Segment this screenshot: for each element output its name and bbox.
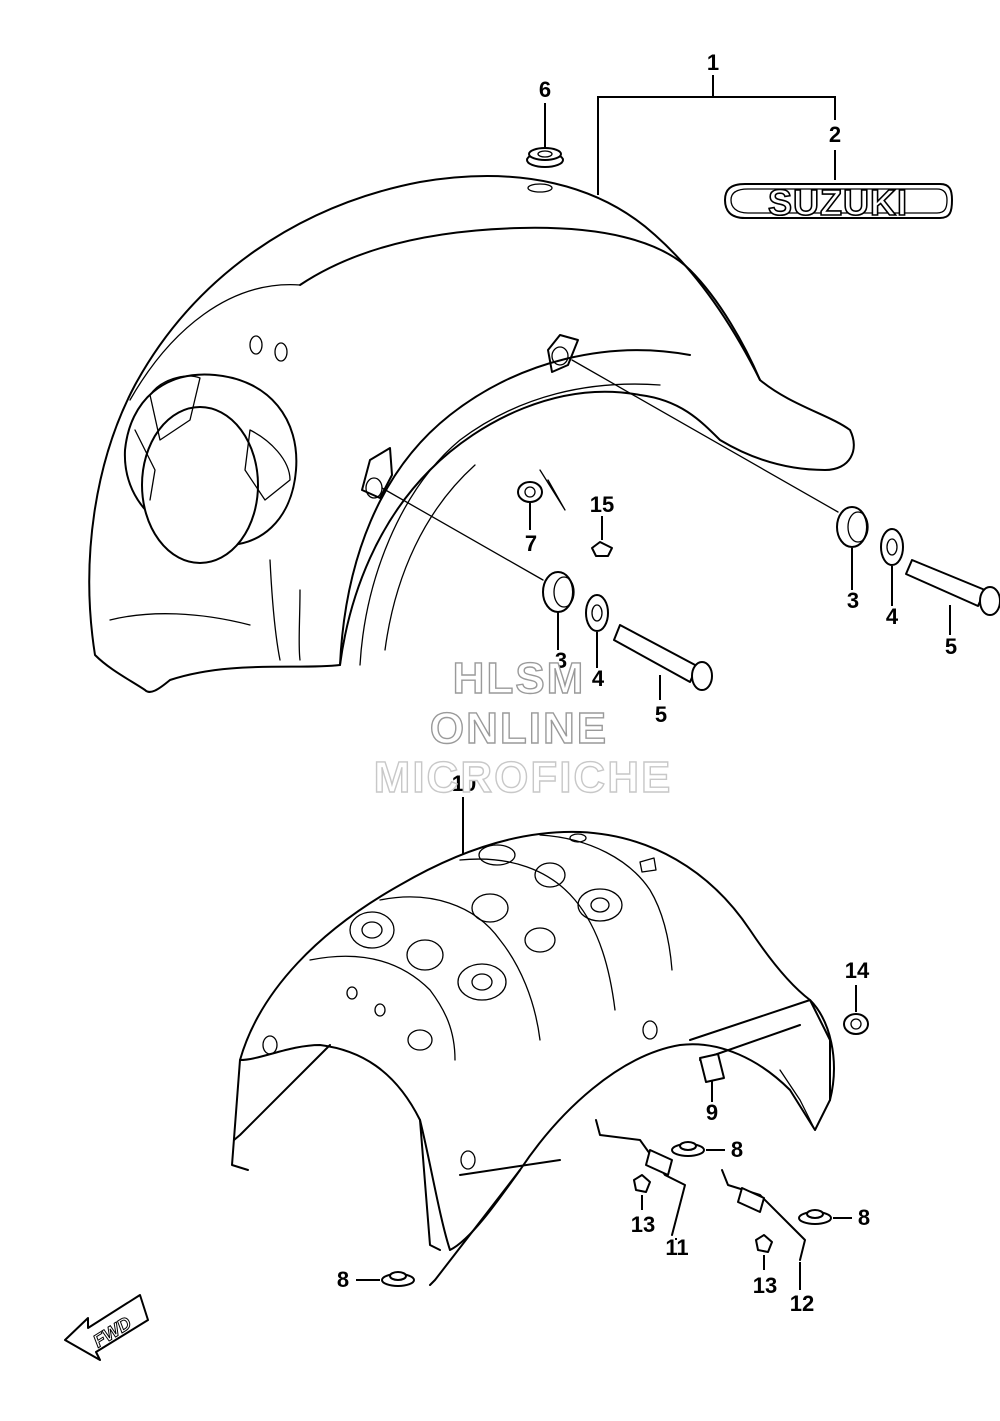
callout-8-b: 8 [858, 1205, 870, 1230]
callout-13-b: 13 [753, 1273, 777, 1298]
callout-6: 6 [539, 77, 551, 102]
nut-part-14 [843, 1013, 869, 1035]
callout-4-left: 4 [592, 666, 605, 691]
inner-fender-bracket [231, 830, 835, 1286]
watermark: HLSM ONLINE MICROFICHE [373, 653, 673, 802]
callout-8-c: 8 [337, 1267, 349, 1292]
callout-5-right: 5 [945, 634, 957, 659]
stay-part-12 [721, 1169, 806, 1261]
callout-7: 7 [525, 531, 537, 556]
watermark-line-2: ONLINE [430, 704, 608, 753]
fwd-arrow-icon: FWD [64, 1294, 149, 1361]
callout-3-left: 3 [555, 648, 567, 673]
callout-3-right: 3 [847, 588, 859, 613]
rear-fender [88, 175, 855, 693]
mount-hardware-right [836, 506, 1000, 616]
callout-10: 10 [452, 771, 476, 796]
mount-axis-right [571, 359, 839, 513]
leader-lines [356, 75, 951, 1290]
watermark-line-3: MICROFICHE [374, 753, 673, 802]
callout-14: 14 [845, 958, 870, 983]
grommet-part-8-b [798, 1209, 832, 1225]
callout-15: 15 [590, 492, 614, 517]
grommet-part-7 [517, 481, 543, 503]
callout-11: 11 [665, 1235, 688, 1260]
label-plate-part-9 [699, 1053, 725, 1083]
mount-hardware-left [542, 571, 713, 691]
watermark-line-1: HLSM [453, 654, 586, 703]
callout-5-left: 5 [655, 702, 667, 727]
emblem-text: SUZUKI [768, 182, 908, 223]
grommet-part-8-a [671, 1141, 705, 1157]
callout-1: 1 [707, 50, 719, 75]
grommet-part-8-c [381, 1271, 415, 1287]
suzuki-emblem: SUZUKI [724, 181, 953, 224]
grommet-part-6 [526, 147, 564, 168]
stay-part-11 [595, 1119, 686, 1236]
bolt-part-15 [591, 541, 613, 557]
screw-part-13-b [755, 1234, 773, 1253]
screw-part-13-a [633, 1174, 651, 1193]
callout-13-a: 13 [631, 1212, 655, 1237]
callout-8-a: 8 [731, 1137, 743, 1162]
mount-axis-left [381, 487, 544, 581]
callout-4-right: 4 [886, 604, 899, 629]
callout-9: 9 [706, 1100, 718, 1125]
callout-2: 2 [829, 122, 841, 147]
callout-12: 12 [790, 1291, 814, 1316]
